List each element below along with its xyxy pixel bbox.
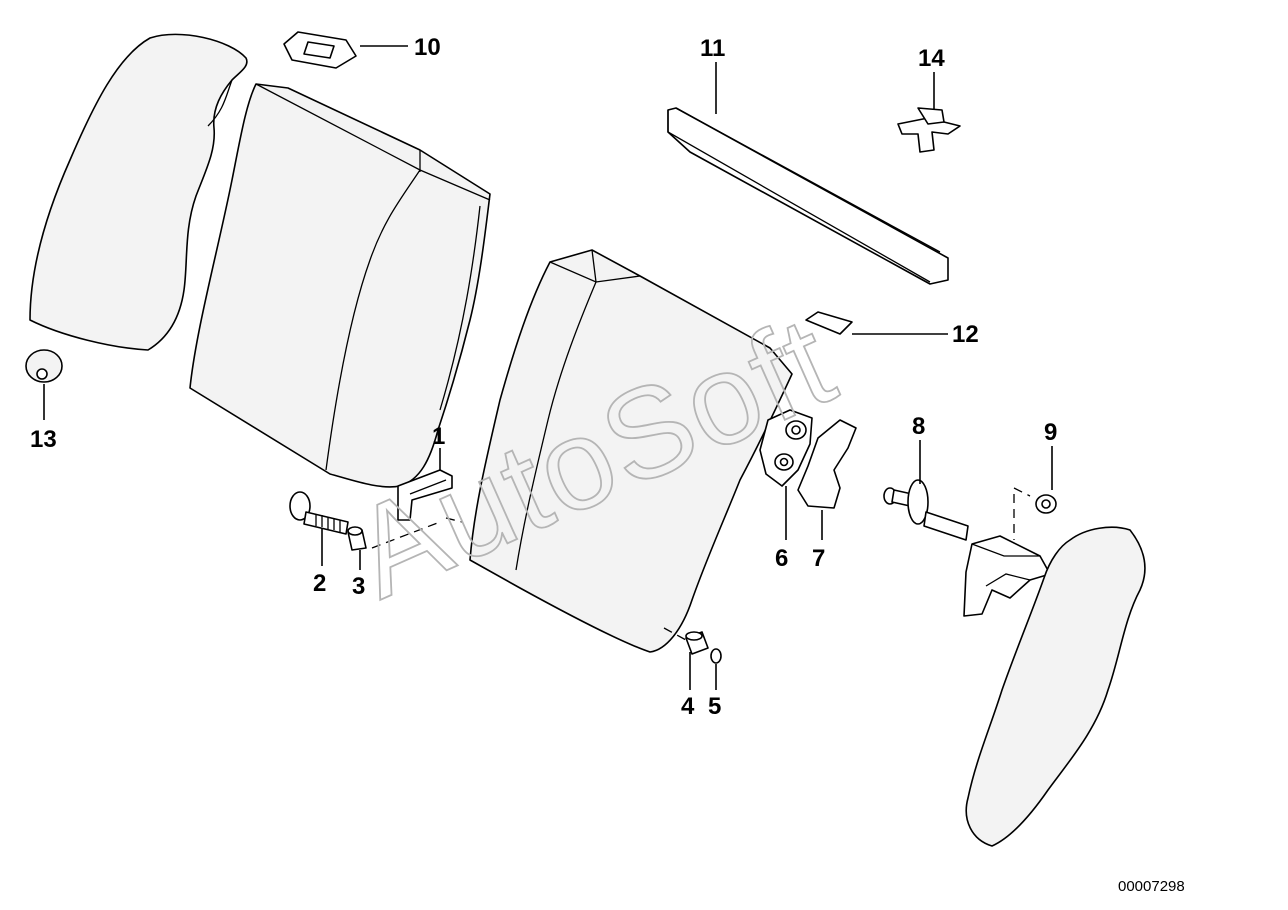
callout-13: 13 <box>30 426 57 453</box>
sleeve-3 <box>347 526 367 551</box>
callout-1: 1 <box>432 423 445 450</box>
leader-lines <box>43 45 1053 690</box>
callout-12: 12 <box>952 321 979 348</box>
nut-9 <box>1035 494 1057 514</box>
callout-4: 4 <box>681 693 695 720</box>
callout-8: 8 <box>912 413 925 440</box>
callout-3: 3 <box>352 573 365 600</box>
assembly-line-4 <box>663 627 687 641</box>
latch-bracket <box>963 535 1051 617</box>
centre-backrest <box>469 249 793 653</box>
assembly-line-3 <box>371 521 441 549</box>
right-side-bolster <box>965 526 1146 847</box>
callout-5: 5 <box>708 693 721 720</box>
callout-9: 9 <box>1044 419 1057 446</box>
cap-nut-13 <box>25 349 63 383</box>
assembly-line-1 <box>445 517 463 523</box>
callout-10: 10 <box>414 34 441 61</box>
cap-10 <box>283 31 357 69</box>
bolt-2 <box>289 491 349 535</box>
cover-7 <box>797 419 857 509</box>
left-side-bolster <box>29 33 248 351</box>
rail-11 <box>667 107 949 285</box>
callout-6: 6 <box>775 545 788 572</box>
callout-11: 11 <box>700 35 725 62</box>
bracket-1 <box>397 469 453 521</box>
callout-7: 7 <box>812 545 825 572</box>
sleeve-4 <box>685 631 709 655</box>
callout-2: 2 <box>313 570 326 597</box>
plate-12 <box>805 311 853 335</box>
assembly-line-9a <box>1013 487 1031 497</box>
bolt-8 <box>883 479 969 541</box>
hinge-6 <box>759 409 813 487</box>
washer-5 <box>710 648 722 664</box>
callout-14: 14 <box>918 45 945 72</box>
clip-14 <box>897 107 961 153</box>
document-number: 00007298 <box>1118 878 1185 895</box>
